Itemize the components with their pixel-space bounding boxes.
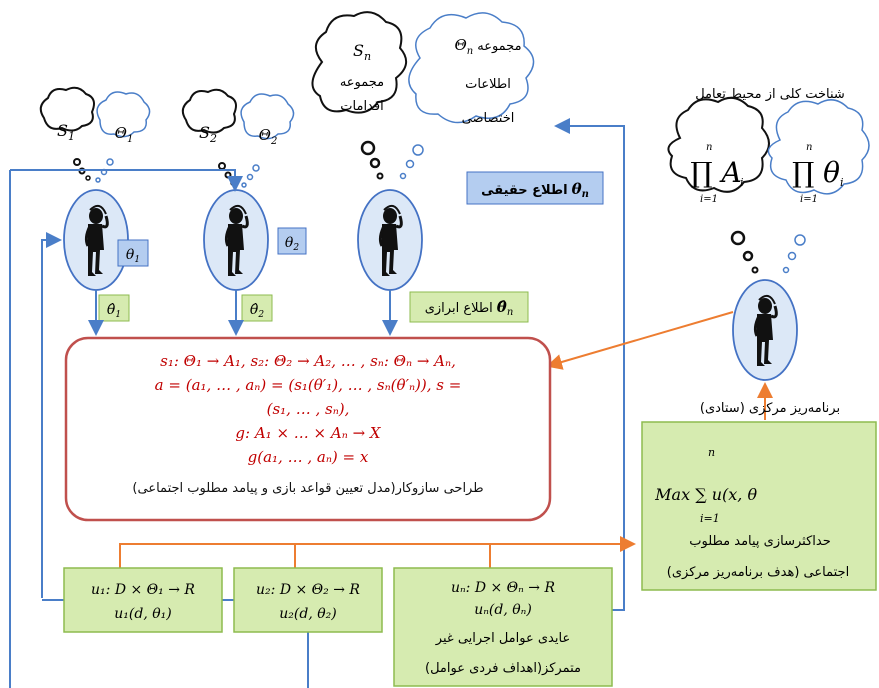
svg-text:g(a₁, … , aₙ) = x: g(a₁, … , aₙ) = x	[248, 448, 369, 466]
agent1-reported-box: θ̂1	[98, 294, 130, 322]
svg-text:a = (a₁, … , aₙ) = (s₁(θ′₁), …: a = (a₁, … , aₙ) = (s₁(θ′₁), … , sₙ(θ′ₙ)…	[155, 376, 462, 394]
svg-text:s₁: Θ₁ → A₁, s₂: Θ₂ → A₂, … ,: s₁: Θ₁ → A₁, s₂: Θ₂ → A₂, … , sₙ: Θₙ → A…	[160, 352, 456, 370]
svg-text:u₁(d, θ₁): u₁(d, θ₁)	[114, 606, 171, 622]
svg-text:∏ θ: ∏ θ	[792, 156, 840, 189]
environment-knowledge-caption: شناخت کلی از محیط تعامل	[695, 87, 845, 102]
svg-text:u₁: D × Θ₁ → R: u₁: D × Θ₁ → R	[91, 582, 195, 598]
svg-text:θ̂2: θ̂2	[250, 302, 264, 320]
agent1-true-type-box: θ1	[117, 239, 149, 267]
agentn-figure	[357, 189, 423, 291]
agent2-strategy-cloud: S2	[181, 88, 237, 145]
svg-text:i: i	[840, 176, 844, 189]
svg-text:θ1: θ1	[126, 247, 140, 265]
center-actions-cloud: ∏ A i n i=1	[667, 96, 770, 205]
center-types-cloud: ∏ θ i n i=1	[767, 99, 870, 205]
agentn-strategy-cloud: Sn مجموعه اقدامات	[311, 11, 407, 114]
svg-text:uₙ: D × Θₙ → R: uₙ: D × Θₙ → R	[451, 580, 555, 596]
svg-text:S1: S1	[57, 121, 75, 143]
svg-text:g: A₁ × … × Aₙ → X: g: A₁ × … × Aₙ → X	[235, 424, 381, 442]
agent2-reported-box: θ̂2	[241, 294, 273, 322]
agent1-strategy-cloud: S1	[39, 86, 95, 143]
utility-box-1: u₁: D × Θ₁ → R u₁(d, θ₁)	[63, 567, 223, 633]
svg-text:n: n	[708, 446, 715, 459]
svg-text:عایدی عوامل اجرایی غیر: عایدی عوامل اجرایی غیر	[435, 631, 570, 646]
planner-objective-box: Max ∑ u (x, θ n i=1 حداکثرسازی پیامد مطل…	[641, 421, 877, 591]
utility-box-n: uₙ: D × Θₙ → R uₙ(d, θₙ) عایدی عوامل اجر…	[393, 567, 613, 687]
svg-text:(s₁, … , sₙ),: (s₁, … , sₙ),	[267, 400, 350, 418]
svg-text:مجموعه: مجموعه	[340, 75, 384, 90]
agent1-type-cloud: Θ1	[96, 91, 151, 145]
svg-text:θ2: θ2	[285, 235, 299, 253]
svg-text:حداکثرسازی پیامد مطلوب: حداکثرسازی پیامد مطلوب	[689, 534, 831, 549]
svg-text:طراحی سازوکار(مدل تعیین قواعد: طراحی سازوکار(مدل تعیین قواعد بازی و پیا…	[132, 481, 483, 496]
svg-text:Max ∑ u: Max ∑ u	[654, 485, 722, 504]
svg-text:i=1: i=1	[700, 512, 720, 525]
svg-text:n: n	[806, 142, 812, 153]
agent2-figure	[203, 189, 269, 291]
svg-text:S2: S2	[199, 123, 217, 145]
agent2-type-cloud: Θ2	[240, 93, 295, 147]
svg-text:∏ A: ∏ A	[690, 156, 741, 189]
svg-text:u₂(d, θ₂): u₂(d, θ₂)	[279, 606, 336, 622]
svg-text:i: i	[740, 176, 744, 189]
svg-text:Θ2: Θ2	[259, 126, 278, 147]
agent2-true-type-box: θ2	[277, 227, 307, 255]
svg-text:i=1: i=1	[700, 194, 718, 205]
central-planner-label: برنامه‌ریز مرکزی (ستادی)	[700, 401, 840, 416]
orange-arrows	[119, 311, 773, 568]
svg-text:اطلاعات: اطلاعات	[465, 77, 511, 92]
svg-text:uₙ(d, θₙ): uₙ(d, θₙ)	[474, 602, 532, 618]
svg-text:اقدامات: اقدامات	[340, 99, 383, 114]
svg-text:متمرکز(اهداف فردی عوامل): متمرکز(اهداف فردی عوامل)	[425, 661, 581, 676]
svg-text:Θ1: Θ1	[115, 124, 134, 145]
central-planner-figure	[732, 279, 798, 381]
svg-text:(x, θ: (x, θ	[722, 485, 757, 504]
svg-text:Sn: Sn	[353, 41, 371, 63]
svg-text:i=1: i=1	[800, 194, 818, 205]
svg-text:u₂: D × Θ₂ → R: u₂: D × Θ₂ → R	[256, 582, 360, 598]
svg-text:n: n	[706, 142, 712, 153]
utility-box-2: u₂: D × Θ₂ → R u₂(d, θ₂)	[233, 567, 383, 633]
svg-text:اختصاصی: اختصاصی	[462, 111, 515, 126]
svg-text:اجتماعی (هدف برنامه‌ریز مرکزی): اجتماعی (هدف برنامه‌ریز مرکزی)	[667, 565, 849, 580]
mechanism-design-box: s₁: Θ₁ → A₁, s₂: Θ₂ → A₂, … , sₙ: Θₙ → A…	[64, 336, 552, 522]
svg-text:θ̂1: θ̂1	[107, 302, 121, 320]
